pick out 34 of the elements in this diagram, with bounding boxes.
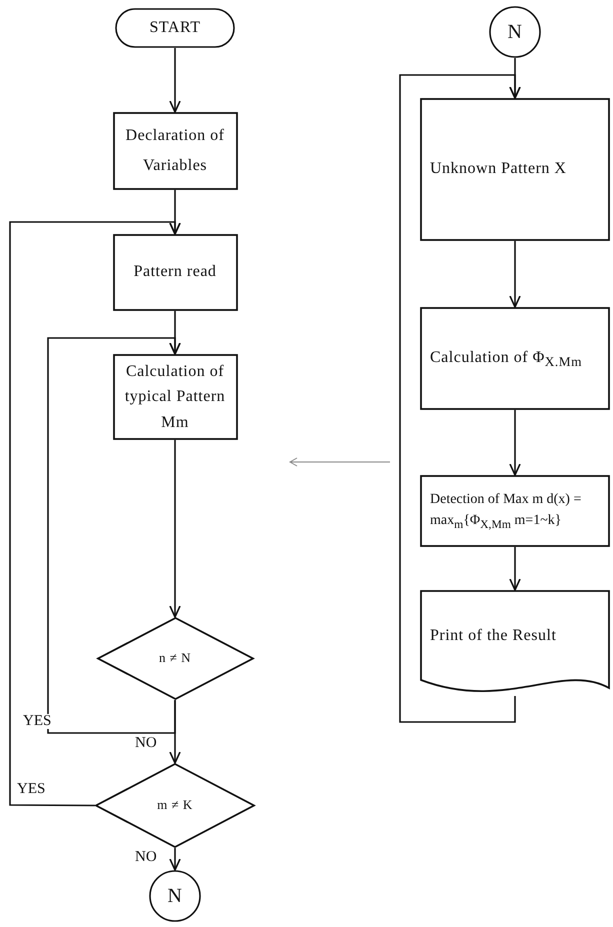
node-text: Print of the Result (429, 626, 558, 646)
connector-circle (149, 870, 201, 922)
node-text: N (506, 20, 524, 45)
arrow (9, 221, 181, 806)
process-box (420, 307, 610, 410)
decision-diamond (95, 763, 255, 848)
node-text: Unknown Pattern X (429, 159, 568, 180)
arrow (509, 547, 521, 591)
node-text: START (148, 18, 202, 38)
arrow (169, 700, 181, 764)
node-text: m ≠ K (156, 796, 194, 814)
process-box (420, 475, 610, 547)
terminal-shape (115, 8, 235, 48)
edge-label: YES (22, 714, 52, 729)
node-text: Declaration of Variables (124, 126, 226, 176)
decision-diamond (96, 617, 254, 700)
process-box (112, 234, 238, 311)
process-box (420, 98, 610, 241)
node-text: Calculation of typical Pattern Mm (124, 362, 226, 433)
process-box (112, 354, 238, 440)
arrow (169, 848, 181, 871)
arrow (509, 241, 521, 308)
arrow (509, 410, 521, 476)
connector-circle (489, 6, 541, 58)
node-text: n ≠ N (158, 649, 192, 668)
node-text: Calculation of Φ$_{X.Mm}$ (429, 348, 583, 371)
process-box (112, 112, 238, 190)
arrow (169, 440, 181, 618)
arrow (399, 74, 521, 723)
arrow (169, 48, 181, 113)
node-text: N (166, 884, 184, 909)
node-text: Detection of Max m d(x) = max$_{m}${Φ$_{X,Mm}$ m=1~k} (429, 490, 582, 533)
node-text: Pattern read (132, 262, 218, 282)
arrow (47, 337, 181, 734)
